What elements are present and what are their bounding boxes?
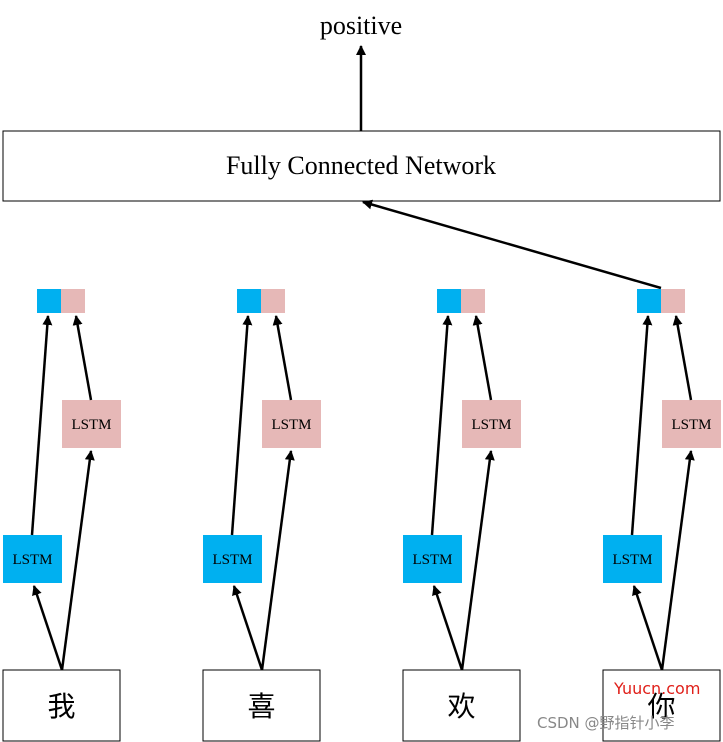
timestep-1: LSTM LSTM 我 [2, 289, 121, 742]
word-box [202, 669, 321, 742]
backward-lstm-label: LSTM [671, 417, 711, 433]
backward-lstm-label: LSTM [71, 417, 111, 433]
concat-forward-cell [437, 289, 461, 313]
backward-to-concat-arrow [672, 315, 693, 401]
word-to-forward-arrow [32, 585, 64, 671]
word-label: 喜 [247, 690, 275, 723]
forward-lstm-box [403, 535, 462, 583]
timestep-2: LSTM LSTM 喜 [202, 289, 321, 742]
forward-lstm-label: LSTM [212, 552, 252, 568]
backward-lstm-label: LSTM [271, 417, 311, 433]
backward-lstm-box [462, 400, 521, 448]
backward-to-concat-arrow [472, 315, 493, 401]
backward-to-concat-arrow [272, 315, 293, 401]
concat-backward-cell [661, 289, 685, 313]
fc-label: Fully Connected Network [226, 151, 496, 180]
concat-backward-cell [61, 289, 85, 313]
word-to-backward-arrow [60, 450, 95, 671]
concat-forward-cell [237, 289, 261, 313]
concat-forward-cell [37, 289, 61, 313]
word-to-backward-arrow [260, 450, 295, 671]
fully-connected-network: Fully Connected Network [2, 130, 721, 202]
forward-lstm-box [603, 535, 662, 583]
forward-to-concat-arrow [230, 315, 253, 536]
forward-to-concat-arrow [430, 315, 453, 536]
backward-lstm-box [262, 400, 321, 448]
word-label: 你 [647, 690, 675, 723]
forward-to-concat-arrow [30, 315, 53, 536]
word-box [2, 669, 121, 742]
backward-lstm-label: LSTM [471, 417, 511, 433]
concat-forward-cell [637, 289, 661, 313]
word-label: 我 [47, 690, 75, 723]
author-watermark: CSDN @野指针小李 [537, 714, 675, 732]
forward-to-concat-arrow [630, 315, 653, 536]
forward-lstm-box [203, 535, 262, 583]
word-to-forward-arrow [232, 585, 264, 671]
forward-lstm-box [3, 535, 62, 583]
output-label: positive [320, 11, 402, 40]
word-to-forward-arrow [632, 585, 664, 671]
backward-lstm-box [662, 400, 721, 448]
forward-lstm-label: LSTM [612, 552, 652, 568]
timestep-3: LSTM LSTM 欢 [402, 289, 521, 742]
forward-lstm-label: LSTM [12, 552, 52, 568]
backward-to-concat-arrow [72, 315, 93, 401]
concat-backward-cell [461, 289, 485, 313]
word-box [602, 669, 721, 742]
forward-lstm-label: LSTM [412, 552, 452, 568]
backward-lstm-box [62, 400, 121, 448]
site-watermark: Yuucn.com [613, 679, 700, 698]
word-box [402, 669, 521, 742]
fc-box [2, 130, 721, 202]
timestep-4: LSTM LSTM 你 [602, 289, 721, 742]
word-to-backward-arrow [460, 450, 495, 671]
word-to-backward-arrow [660, 450, 695, 671]
word-to-forward-arrow [432, 585, 464, 671]
word-label: 欢 [447, 690, 475, 723]
concat-backward-cell [261, 289, 285, 313]
last-state-to-fc-arrow [362, 199, 662, 290]
